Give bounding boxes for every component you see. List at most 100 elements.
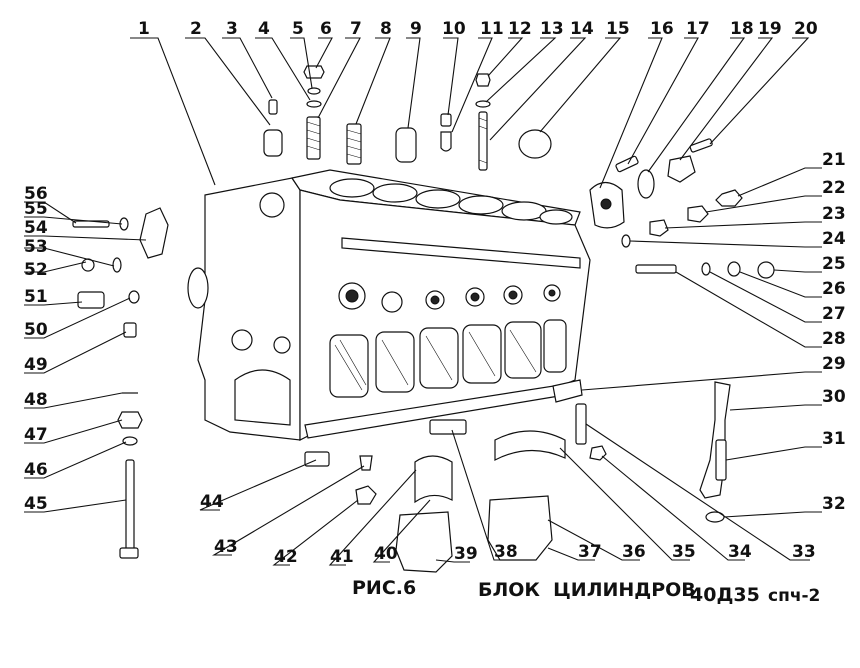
part-stud-8	[346, 123, 362, 165]
callout-52: 52	[24, 260, 48, 280]
callout-20: 20	[794, 19, 818, 39]
callout-10: 10	[442, 19, 466, 39]
cylinder-block	[187, 169, 591, 441]
loose-parts	[72, 65, 775, 573]
callout-50: 50	[24, 320, 48, 340]
part-sleeve-9	[395, 127, 417, 163]
part-nut-10	[440, 113, 452, 127]
figure-caption: РИС.6 БЛОК ЦИЛИНДРОВ 40Д35 спч-2	[352, 577, 820, 606]
callout-16: 16	[650, 19, 674, 39]
part-bracket-44	[304, 451, 330, 467]
part-cover-54	[139, 207, 169, 259]
callout-3: 3	[226, 19, 238, 39]
part-nut-42	[355, 485, 377, 505]
callout-30: 30	[822, 387, 846, 407]
callout-44: 44	[200, 492, 224, 512]
callout-42: 42	[274, 547, 298, 567]
part-bracket-29	[552, 379, 583, 403]
callout-23: 23	[822, 204, 846, 224]
part-pin-11	[440, 131, 452, 152]
part-block-38	[429, 419, 467, 435]
part-washer-27	[701, 262, 711, 276]
callout-36: 36	[622, 542, 646, 562]
part-stud-33	[575, 403, 587, 445]
callout-47: 47	[24, 425, 48, 445]
crankcase-windows	[329, 319, 567, 398]
callout-54: 54	[24, 218, 48, 238]
part-ring-24	[621, 234, 631, 248]
callout-19: 19	[758, 19, 782, 39]
part-cap-39	[395, 511, 453, 573]
part-washer-50	[128, 290, 140, 304]
engine-model-suffix: спч-2	[768, 586, 820, 606]
callout-51: 51	[24, 287, 48, 307]
callout-12: 12	[508, 19, 532, 39]
callout-22: 22	[822, 178, 846, 198]
part-sleeve-2	[263, 129, 283, 157]
callout-18: 18	[730, 19, 754, 39]
callout-56: 56	[24, 184, 48, 204]
part-pin-3	[268, 99, 278, 115]
callout-25: 25	[822, 254, 846, 274]
callout-48: 48	[24, 390, 48, 410]
callout-53: 53	[24, 237, 48, 257]
part-bolt-20	[689, 138, 713, 153]
callout-26: 26	[822, 279, 846, 299]
part-long-bolt-45	[125, 459, 135, 553]
part-bearing-40	[414, 455, 453, 504]
callout-27: 27	[822, 304, 846, 324]
callout-34: 34	[728, 542, 752, 562]
part-plug-23	[649, 219, 669, 237]
callout-11: 11	[480, 19, 504, 39]
part-bolt-17	[615, 155, 639, 173]
callout-1: 1	[138, 19, 150, 39]
callout-43: 43	[214, 537, 238, 557]
part-nut-49	[123, 322, 137, 338]
callout-40: 40	[374, 544, 398, 564]
callout-32: 32	[822, 494, 846, 514]
callout-14: 14	[570, 19, 594, 39]
part-stud-28	[635, 264, 677, 274]
callout-13: 13	[540, 19, 564, 39]
callout-33: 33	[792, 542, 816, 562]
callout-31: 31	[822, 429, 846, 449]
callout-2: 2	[190, 19, 202, 39]
callout-35: 35	[672, 542, 696, 562]
callout-24: 24	[822, 229, 846, 249]
callout-5: 5	[292, 19, 304, 39]
callout-46: 46	[24, 460, 48, 480]
part-nut-21	[715, 189, 743, 207]
callout-4: 4	[258, 19, 270, 39]
callout-7: 7	[350, 19, 362, 39]
part-sleeve-15	[518, 129, 552, 159]
callout-39: 39	[454, 544, 478, 564]
part-washer-32	[705, 511, 725, 523]
part-plug-22	[687, 205, 709, 223]
callout-28: 28	[822, 329, 846, 349]
engine-model: 40Д35	[690, 584, 760, 606]
callout-15: 15	[606, 19, 630, 39]
callout-numbers: 1 2 3 4 5 6 7 8 9 10 11 12 13 14 15 16 1…	[24, 19, 846, 567]
callout-9: 9	[410, 19, 422, 39]
part-nut-6	[303, 65, 325, 79]
figure-number: РИС.6	[352, 577, 416, 599]
part-nut-25	[757, 261, 775, 279]
cylinder-heads-row	[329, 178, 573, 225]
part-nut-12	[475, 73, 491, 87]
part-washer-46	[122, 436, 138, 446]
part-bearing-35	[494, 430, 566, 461]
part-nut-47	[117, 411, 143, 429]
part-plate-19	[667, 155, 696, 183]
callout-29: 29	[822, 354, 846, 374]
part-stud-7	[306, 116, 321, 160]
part-gasket-18	[637, 169, 655, 199]
bore-openings-row	[338, 282, 561, 313]
callout-55: 55	[24, 199, 48, 219]
part-washer-4	[306, 100, 322, 108]
figure-title: БЛОК ЦИЛИНДРОВ	[478, 579, 696, 601]
part-ring-5	[307, 87, 321, 95]
part-washer-53	[112, 257, 122, 273]
callout-21: 21	[822, 150, 846, 170]
part-bolt-31	[715, 439, 727, 481]
